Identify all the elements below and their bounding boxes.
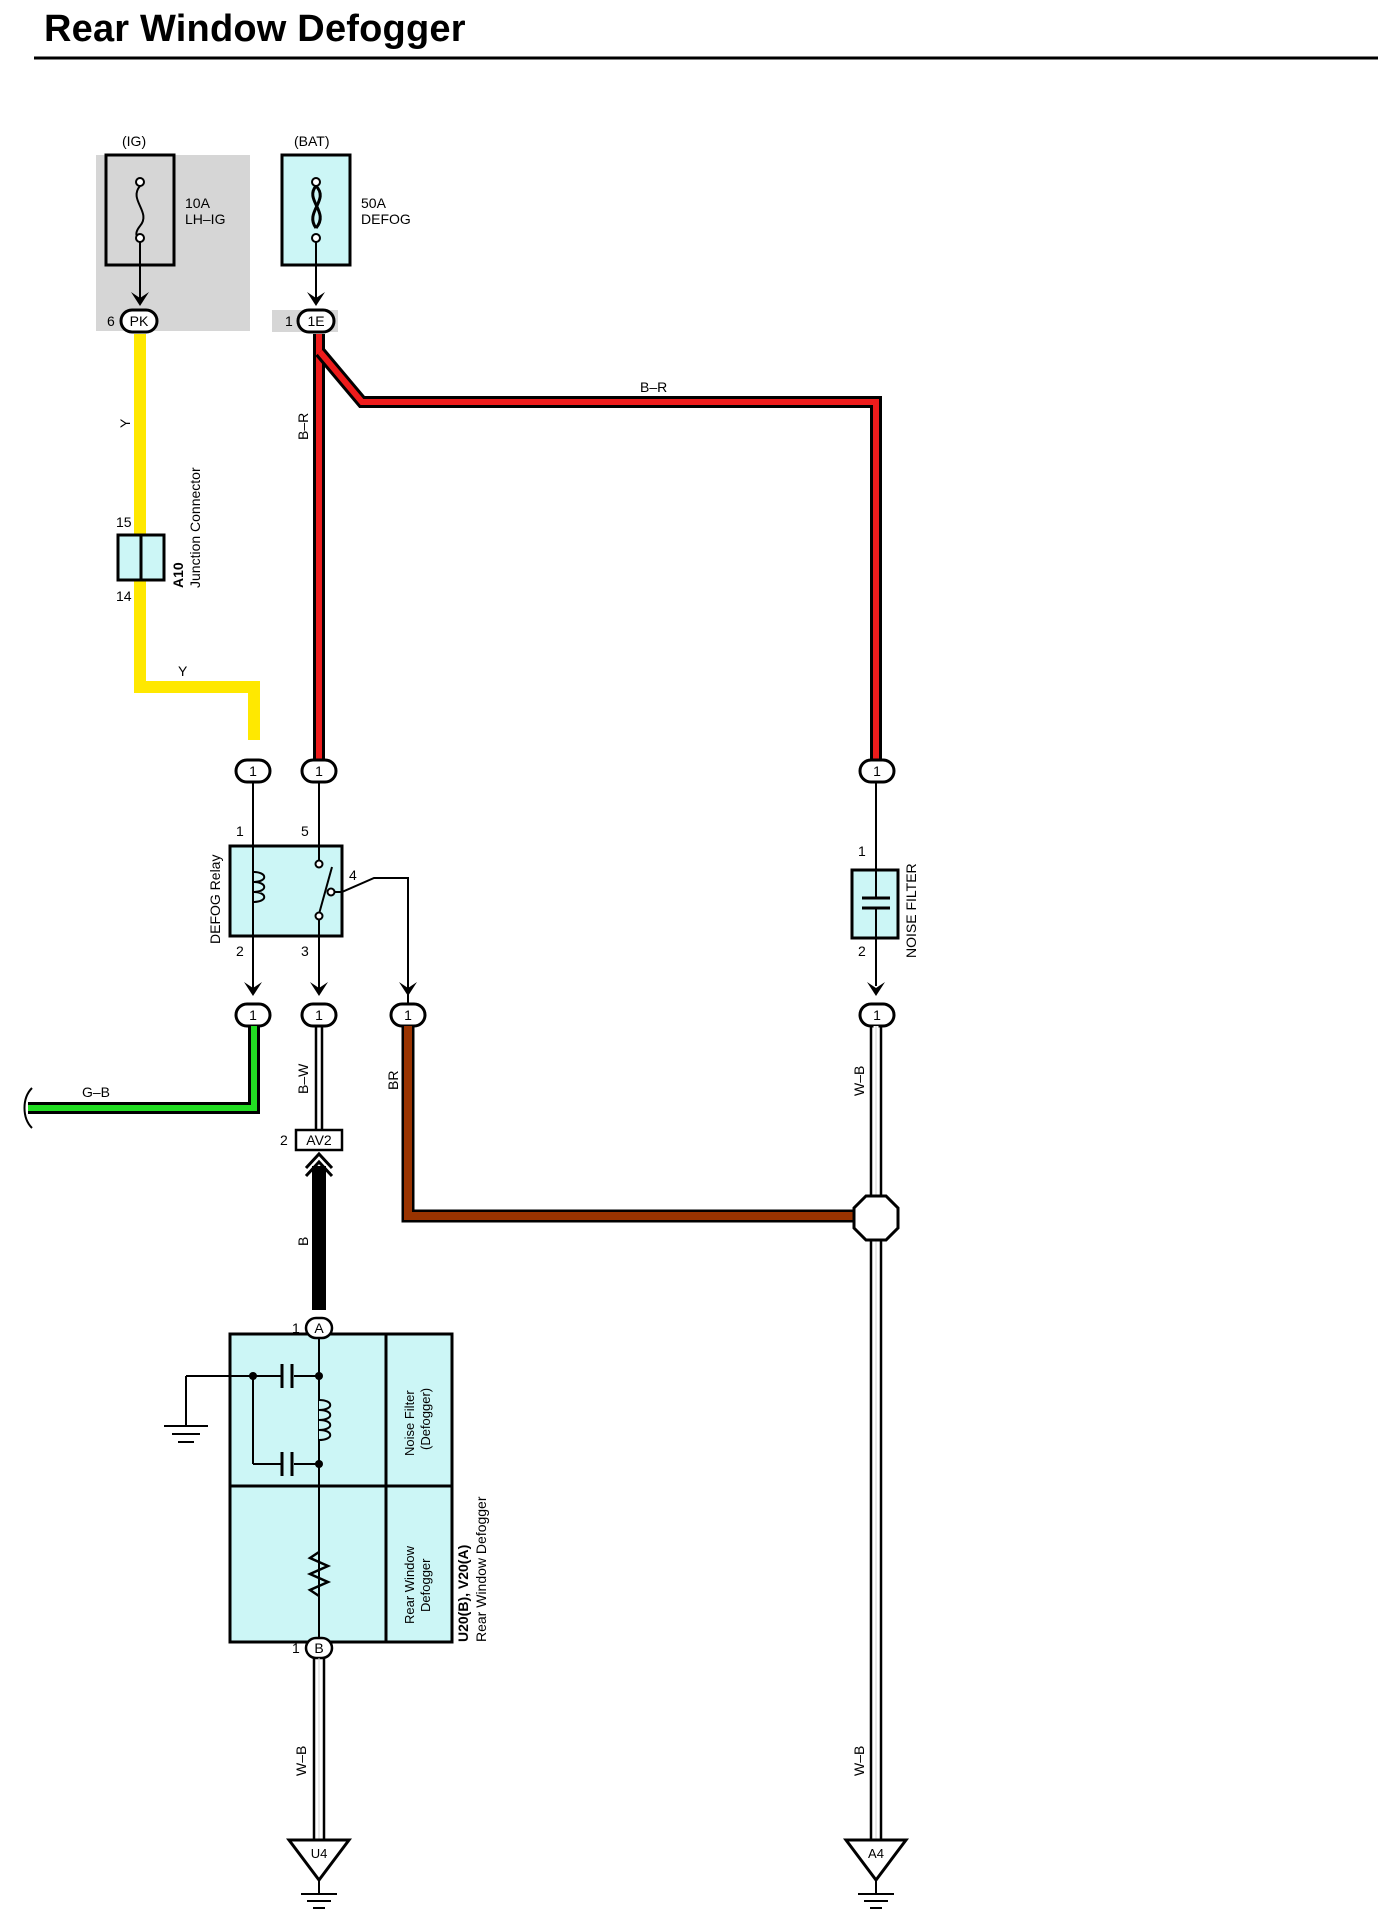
ig-fuse-name: LH–IG: [185, 211, 225, 227]
ground-u4-icon: [286, 1838, 352, 1909]
wire-label-bw: B–W: [295, 1063, 311, 1094]
defogger-pin-b-num: 1: [292, 1640, 300, 1656]
junction-pin-top: 15: [116, 514, 132, 530]
ig-fuse-rating: 10A: [185, 195, 211, 211]
relay-switch-icon: [318, 866, 333, 915]
right-wire-wb: [869, 1026, 883, 1840]
inductor-icon: [318, 1399, 332, 1441]
svg-text:1: 1: [249, 1007, 257, 1023]
noise-filter-pin-2: 2: [858, 943, 866, 959]
defogger-pin-a-label: A: [314, 1320, 324, 1336]
defogger-code: U20(B), V20(A): [455, 1545, 471, 1642]
defogger-section1-line1: Noise Filter: [402, 1390, 417, 1456]
wire-label-y-1: Y: [117, 418, 133, 428]
junction-name: Junction Connector: [187, 467, 203, 588]
defogger-section1-line2: (Defogger): [418, 1388, 433, 1450]
defogger-section2-line1: Rear Window: [402, 1545, 417, 1624]
relay-pin-5: 5: [301, 823, 309, 839]
defogger-pin-a-num: 1: [292, 1320, 300, 1336]
svg-text:1: 1: [873, 763, 881, 779]
ig-fuse-icon: [135, 177, 145, 243]
internal-ground-icon: [164, 1376, 208, 1443]
yellow-wire: [134, 334, 260, 740]
relay-pin-3: 3: [301, 943, 309, 959]
av2-connector: [294, 1128, 344, 1152]
relay-pin-2: 2: [236, 943, 244, 959]
rear-window-defogger: [186, 1332, 454, 1644]
ig-arrow-icon: [131, 292, 149, 306]
svg-text:1: 1: [873, 1007, 881, 1023]
ground-u4-label: U4: [311, 1846, 328, 1861]
1e-connector-label: 1E: [307, 313, 324, 329]
defogger-pin-a: [304, 1316, 334, 1340]
1e-connector: [296, 308, 336, 334]
wire-label-b: B: [295, 1237, 311, 1246]
pk-connector-label: PK: [130, 313, 149, 329]
page-title: Rear Window Defogger: [44, 8, 466, 50]
relay-input-connectors: 1 1 1: [234, 758, 896, 784]
wire-label-gb: G–B: [82, 1084, 110, 1100]
resistor-icon: [306, 1550, 332, 1598]
relay-name: DEFOG Relay: [207, 855, 223, 944]
wire-label-wb-right-bottom: W–B: [851, 1746, 867, 1776]
left-wire-wb: [312, 1658, 326, 1840]
bat-arrow-icon: [307, 292, 325, 306]
bat-fuse-name: DEFOG: [361, 211, 411, 227]
down-arrows: [244, 982, 885, 996]
noise-filter-name: NOISE FILTER: [903, 863, 919, 958]
defogger-section2-line2: Defogger: [418, 1558, 433, 1612]
relay-pin-4: 4: [349, 867, 357, 883]
wire-bw: [314, 1026, 324, 1130]
wire-label-wb-right-top: W–B: [851, 1066, 867, 1096]
brown-wire-br: [401, 1026, 858, 1223]
pk-connector: [119, 308, 159, 334]
splice-point: [852, 1194, 900, 1242]
ground-a4-label: A4: [868, 1846, 884, 1861]
wire-label-wb-left: W–B: [293, 1746, 309, 1776]
junction-pin-bottom: 14: [116, 588, 132, 604]
av2-pin: 2: [280, 1132, 288, 1148]
red-wire-br: [313, 334, 882, 760]
svg-text:1: 1: [315, 1007, 323, 1023]
svg-text:1: 1: [315, 763, 323, 779]
bat-source-label: (BAT): [294, 133, 330, 149]
noise-filter: [850, 782, 900, 986]
relay-output-connectors: 1 1 1 1: [234, 1002, 896, 1028]
svg-text:1: 1: [249, 763, 257, 779]
ig-source-label: (IG): [122, 133, 146, 149]
relay-pin-1: 1: [236, 823, 244, 839]
wire-label-br-top: B–R: [640, 379, 667, 395]
wire-label-br-brown: BR: [385, 1071, 401, 1090]
defogger-pin-b-label: B: [314, 1640, 323, 1656]
defogger-name: Rear Window Defogger: [473, 1496, 489, 1642]
svg-text:1: 1: [404, 1007, 412, 1023]
relay-coil-icon: [252, 871, 266, 903]
defog-relay: [228, 782, 409, 1004]
bat-fuse-icon: [311, 177, 322, 243]
wire-label-y-2: Y: [178, 663, 188, 679]
green-wire-gb: [23, 1026, 260, 1129]
ig-pin-number: 6: [107, 313, 115, 329]
av2-label: AV2: [306, 1132, 332, 1148]
bat-fuse-rating: 50A: [361, 195, 387, 211]
noise-filter-pin-1: 1: [858, 843, 866, 859]
av2-chevron-icon: [304, 1151, 334, 1178]
wire-label-br-vertical: B–R: [295, 413, 311, 440]
ground-a4-icon: [843, 1838, 909, 1909]
junction-code: A10: [170, 562, 186, 588]
bat-pin-number: 1: [285, 313, 293, 329]
